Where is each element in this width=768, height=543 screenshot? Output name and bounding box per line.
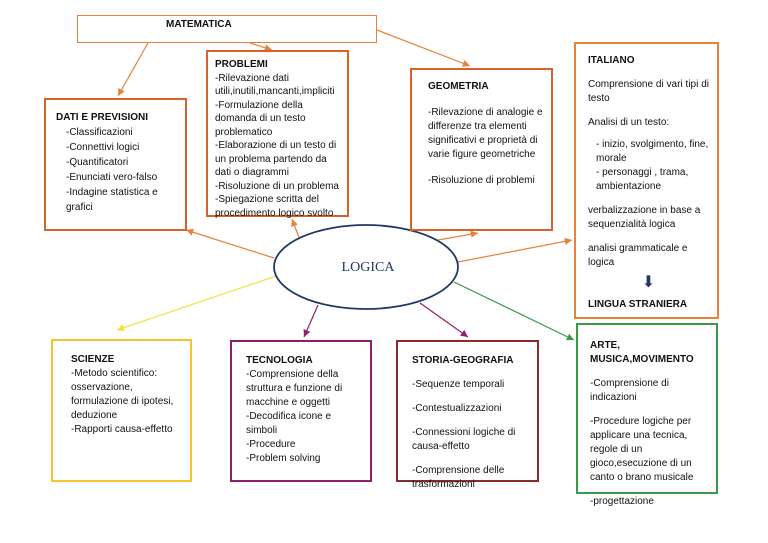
list-item: -Connettivi logici bbox=[66, 142, 140, 153]
arrow-logica-to-geometria bbox=[437, 230, 479, 241]
italiano-title: ITALIANO bbox=[588, 55, 635, 66]
italiano-paragraph: Analisi di un testo: bbox=[588, 117, 670, 128]
arrow-matematica-to-problemi bbox=[249, 42, 273, 52]
arte-musica-movimento-box: ARTE, MUSICA,MOVIMENTO -Comprensione di … bbox=[576, 323, 718, 507]
italiano-paragraph: analisi grammaticale e logica bbox=[588, 243, 688, 268]
arrow-logica-to-dati bbox=[185, 228, 275, 259]
arrow-matematica-to-geometria bbox=[376, 29, 471, 67]
tecnologia-box: TECNOLOGIA -Comprensione della struttura… bbox=[230, 340, 372, 482]
list-item: -Risoluzione di un problema bbox=[215, 180, 339, 192]
list-item: -Quantificatori bbox=[66, 157, 129, 168]
italiano-subpoint: - personaggi , trama, ambientazione bbox=[596, 167, 689, 192]
geometria-paragraph: -Risoluzione di problemi bbox=[428, 175, 535, 186]
matematica-title: MATEMATICA bbox=[166, 19, 232, 30]
tecnologia-title: TECNOLOGIA bbox=[246, 355, 313, 366]
list-item: -Indagine statistica e grafici bbox=[66, 187, 158, 213]
down-arrow-icon: ⬇ bbox=[641, 274, 656, 291]
arrow-logica-to-italiano bbox=[457, 237, 573, 263]
list-item: -Problem solving bbox=[246, 453, 321, 464]
list-item: -Procedure bbox=[246, 439, 296, 450]
logica-label: LOGICA bbox=[341, 260, 395, 275]
arrow-logica-to-arte bbox=[453, 281, 575, 341]
scienze-title: SCIENZE bbox=[71, 354, 115, 365]
scienze-box: SCIENZE -Metodo scientifico: osservazion… bbox=[51, 339, 192, 482]
list-item: -Classificazioni bbox=[66, 127, 133, 138]
arrow-logica-to-scienze bbox=[116, 275, 277, 332]
storia-paragraph: -Contestualizzazioni bbox=[412, 403, 502, 414]
arte-paragraph: -progettazione bbox=[590, 496, 654, 507]
logica-node bbox=[273, 224, 459, 310]
storia-paragraph: -Sequenze temporali bbox=[412, 379, 505, 390]
italiano-box: ITALIANO Comprensione di vari tipi di te… bbox=[574, 42, 719, 319]
list-item: -Formulazione della domanda di un testo … bbox=[215, 99, 306, 138]
arte-musica-movimento-title: ARTE, MUSICA,MOVIMENTO bbox=[590, 340, 694, 365]
storia-geografia-title: STORIA-GEOGRAFIA bbox=[412, 355, 514, 366]
dati-previsioni-box: DATI E PREVISIONI -Classificazioni -Conn… bbox=[44, 98, 187, 231]
list-item: -Rapporti causa-effetto bbox=[71, 424, 173, 435]
list-item: -Decodifica icone e simboli bbox=[246, 411, 332, 436]
italiano-paragraph: verbalizzazione in base a sequenzialità … bbox=[588, 205, 701, 230]
problemi-list: -Rilevazione dati utili,inutili,mancanti… bbox=[215, 72, 340, 221]
scienze-list: -Metodo scientifico: osservazione, formu… bbox=[71, 367, 182, 437]
italiano-paragraph: Comprensione di vari tipi di testo bbox=[588, 79, 709, 104]
geometria-title: GEOMETRIA bbox=[428, 81, 489, 92]
arte-paragraph: -Comprensione di indicazioni bbox=[590, 378, 669, 403]
list-item: -Comprensione della struttura e funzione… bbox=[246, 369, 343, 408]
arrow-matematica-to-dati bbox=[117, 42, 149, 97]
arte-paragraph: -Procedure logiche per applicare una tec… bbox=[590, 416, 694, 483]
tecnologia-list: -Comprensione della struttura e funzione… bbox=[246, 368, 362, 466]
list-item: -Enunciati vero-falso bbox=[66, 172, 158, 183]
geometria-paragraph: -Rilevazione di analogie e differenze tr… bbox=[428, 107, 543, 160]
geometria-box: GEOMETRIA -Rilevazione di analogie e dif… bbox=[410, 68, 553, 231]
dati-list: -Classificazioni -Connettivi logici -Qua… bbox=[56, 125, 177, 215]
lingua-straniera-title: LINGUA STRANIERA bbox=[588, 299, 688, 310]
list-item: -Rilevazione dati utili,inutili,mancanti… bbox=[215, 72, 335, 98]
dati-previsioni-title: DATI E PREVISIONI bbox=[56, 112, 149, 123]
italiano-subpoint: - inizio, svolgimento, fine, morale bbox=[596, 139, 709, 164]
problemi-box: PROBLEMI -Rilevazione dati utili,inutili… bbox=[206, 50, 349, 219]
list-item: -Elaborazione di un testo di un problema… bbox=[215, 140, 337, 178]
storia-geografia-box: STORIA-GEOGRAFIA -Sequenze temporali -Co… bbox=[396, 340, 539, 490]
arrow-logica-to-tecnologia bbox=[303, 304, 319, 338]
arrow-logica-to-problemi bbox=[291, 218, 301, 241]
list-item: -Metodo scientifico: osservazione, formu… bbox=[71, 368, 174, 421]
arrow-logica-to-storia bbox=[419, 302, 469, 338]
problemi-title: PROBLEMI bbox=[215, 59, 268, 70]
storia-paragraph: -Connessioni logiche di causa-effetto bbox=[412, 427, 516, 452]
storia-paragraph: -Comprensione delle trasformazioni bbox=[412, 465, 505, 490]
list-item: -Spiegazione scritta del procedimento lo… bbox=[215, 194, 334, 219]
matematica-box: MATEMATICA bbox=[77, 15, 377, 43]
